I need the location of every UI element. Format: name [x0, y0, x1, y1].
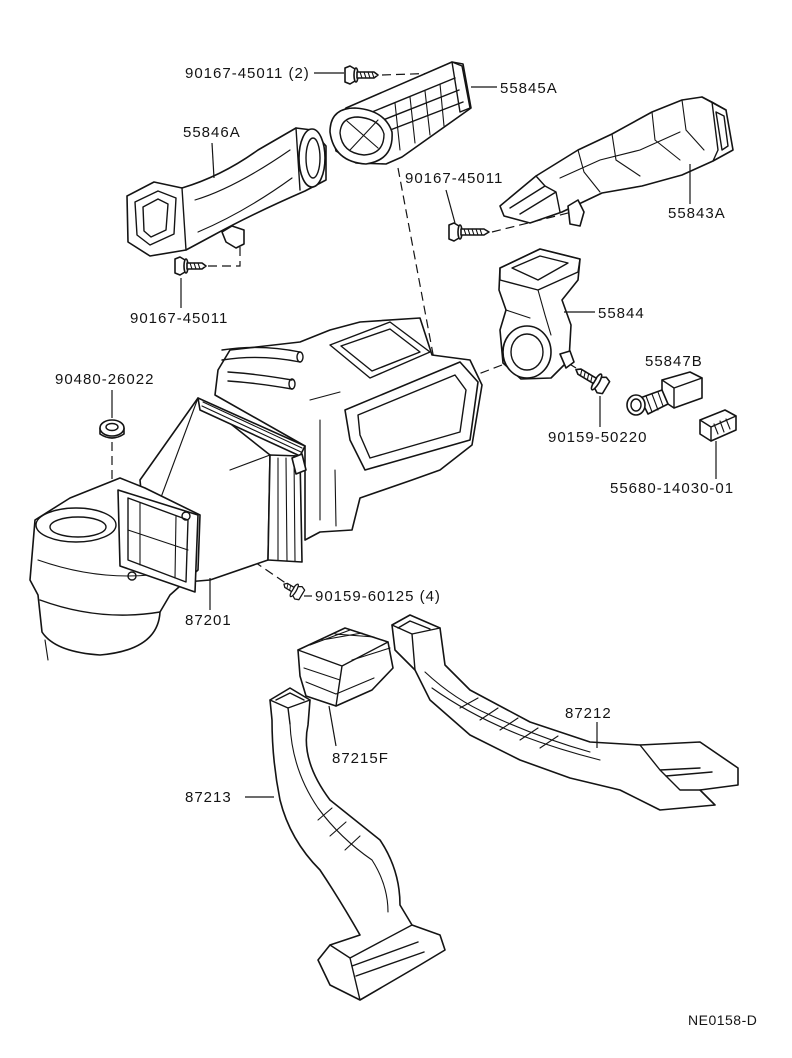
figure-code: NE0158-D: [688, 1012, 757, 1028]
callout-connector-55680: 55680-14030-01: [610, 480, 734, 497]
heater-unit: [139, 317, 483, 586]
duct-55846a: [126, 127, 327, 257]
blower-87201: [29, 477, 201, 661]
callout-duct-55846a: 55846A: [183, 124, 241, 141]
leader-lines: [111, 72, 717, 798]
duct-87213: [269, 687, 446, 1001]
callout-screw-top: 90167-45011 (2): [185, 65, 310, 82]
callout-screw-right: 90167-45011: [405, 170, 503, 187]
bolt-90159-60125: [283, 582, 306, 601]
callout-labels: 90167-45011 (2) 55845A 55846A 90167-4501…: [55, 65, 734, 806]
grommet-90480-26022: [99, 419, 125, 439]
callout-duct-87213: 87213: [185, 789, 232, 806]
screw-90167-45011-top: [344, 65, 379, 85]
connector-55680-14030-01: [699, 409, 737, 442]
callout-screw-left: 90167-45011: [130, 310, 228, 327]
callout-bolt-blower: 90159-60125 (4): [315, 588, 441, 605]
callout-duct-87215f: 87215F: [332, 750, 389, 767]
callout-duct-55845a: 55845A: [500, 80, 558, 97]
duct-87212: [391, 614, 739, 811]
callout-blower: 87201: [185, 612, 232, 629]
duct-87215f: [297, 627, 394, 707]
callout-duct-55843a: 55843A: [668, 205, 726, 222]
callout-bolt-duct-55844: 90159-50220: [548, 429, 647, 446]
screw-90167-45011-left: [174, 256, 207, 276]
duct-55844: [498, 248, 581, 380]
bolt-90159-50220: [575, 368, 611, 395]
duct-55845a: [329, 61, 472, 165]
callout-grommet: 90480-26022: [55, 371, 154, 388]
screw-90167-45011-right: [448, 222, 490, 242]
callout-connector-55847b: 55847B: [645, 353, 703, 370]
callout-duct-55844: 55844: [598, 305, 645, 322]
duct-55843a: [499, 96, 734, 227]
callout-duct-87212: 87212: [565, 705, 612, 722]
connector-55847b: [626, 371, 703, 416]
